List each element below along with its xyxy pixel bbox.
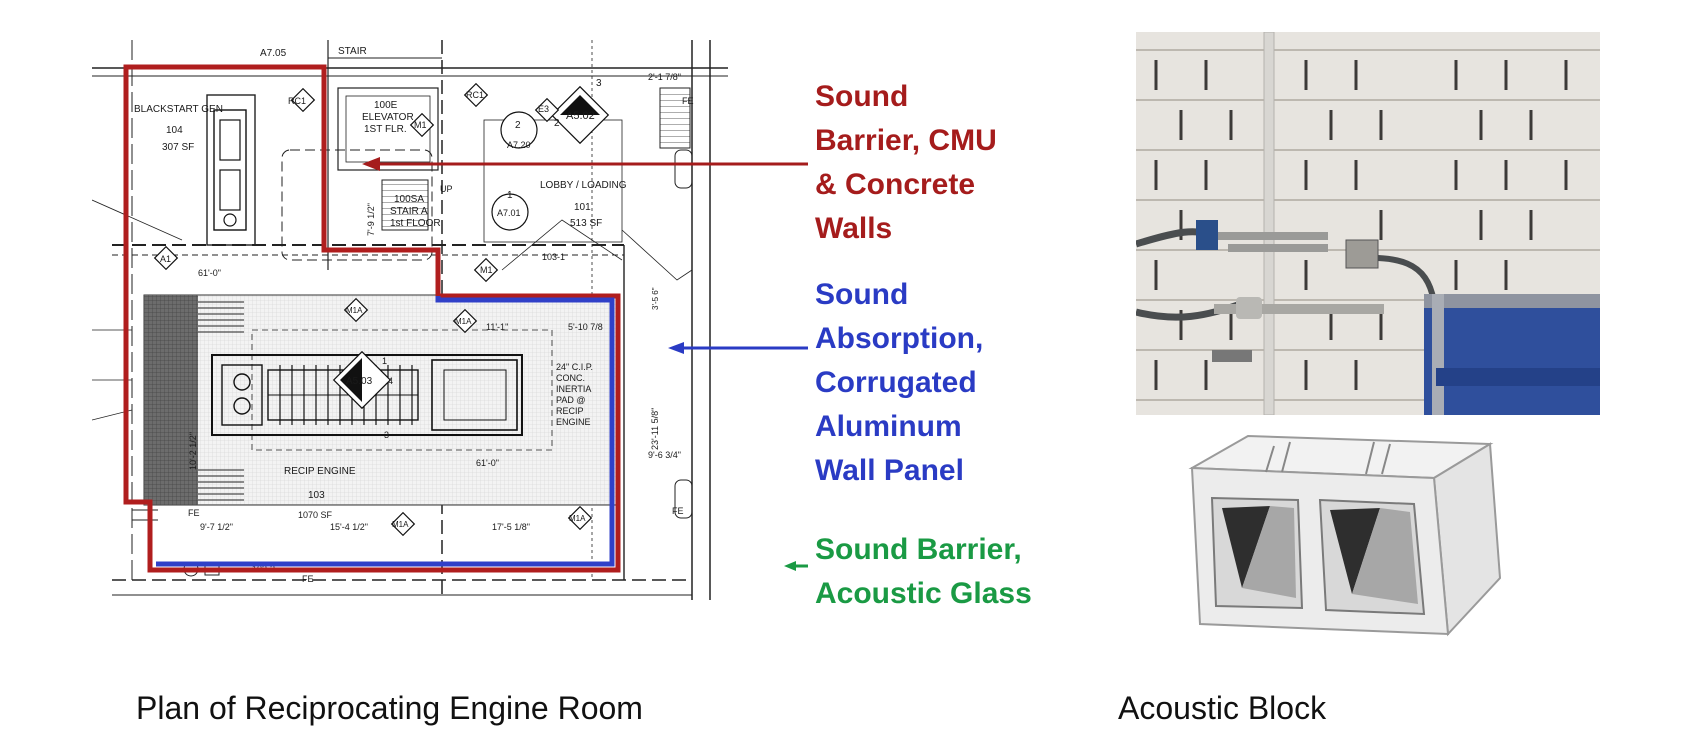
label-stair-a: STAIR A: [390, 206, 428, 217]
label-1st-flr: 1ST FLR.: [364, 124, 407, 135]
label-lobby-loading: LOBBY / LOADING: [540, 180, 627, 191]
north-stair-treads: [659, 87, 691, 149]
label-dim-15-4: 15'-4 1/2": [330, 522, 368, 532]
label-a1: A1: [160, 254, 171, 264]
caption-acoustic-block: Acoustic Block: [1118, 690, 1327, 726]
label-m1a-1: M1A: [346, 306, 363, 315]
aluminum-wall-panel-outline: [156, 296, 615, 567]
label-dim-11-1: 11'-1": [486, 322, 508, 332]
legend-cmu-line-4: Walls: [815, 212, 893, 245]
label-rc1-a: RC1: [288, 96, 306, 106]
label-a503: A5.03: [346, 376, 373, 387]
label-room-104: 104: [166, 125, 183, 136]
label-elevator: ELEVATOR: [362, 112, 414, 123]
label-pad-line-5: RECIP: [556, 406, 584, 416]
label-513-sf: 513 SF: [570, 218, 602, 229]
label-dim-5-10: 5'-10 7/8: [568, 322, 603, 332]
label-a705: A7.05: [260, 48, 287, 59]
acoustic-block-drawing: [1188, 434, 1502, 637]
legend-cmu-line-2: Barrier, CMU: [815, 124, 997, 157]
label-room-101: 101: [574, 202, 591, 213]
engine-room-dark-hatch: [144, 295, 198, 505]
label-pad-line-1: 24" C.I.P.: [556, 362, 593, 372]
a503-marker-fill: [340, 358, 362, 402]
label-307-sf: 307 SF: [162, 142, 194, 153]
engine-pad-outline: [251, 329, 553, 451]
label-m1-b: M1: [480, 265, 493, 275]
label-recip-engine: RECIP ENGINE: [284, 466, 356, 477]
label-fe-1: FE: [682, 96, 694, 106]
legend-glass-line-1: Sound Barrier,: [815, 533, 1022, 566]
label-dim-17-5: 17'-5 1/8": [492, 522, 530, 532]
label-dim-9-7: 9'-7 1/2": [200, 522, 233, 532]
legend-alu-line-3: Corrugated: [815, 366, 977, 399]
label-dim-23-11: 23'-11 5/8": [650, 408, 660, 450]
label-dim-7-9: 7'-9 1/2": [366, 203, 376, 236]
section-markers: [153, 82, 610, 537]
label-up: UP: [440, 184, 453, 194]
label-num-4: 4: [388, 376, 393, 386]
label-1070-sf: 1070 SF: [298, 510, 333, 520]
blackstart-generator-drawing: [213, 109, 247, 231]
a502-marker-fill: [560, 95, 600, 115]
legend-alu-line-2: Absorption,: [815, 322, 984, 355]
label-num-1: 1: [507, 190, 513, 201]
label-a701: A7.01: [497, 208, 521, 218]
label-stair: STAIR: [338, 46, 367, 57]
label-m1a-4: M1A: [569, 514, 586, 523]
label-room-103: 103: [308, 490, 325, 501]
label-num-1b: 1: [382, 356, 387, 366]
legend-alu-line-5: Wall Panel: [815, 454, 964, 487]
label-dim-3-5: 3'-5 6": [651, 287, 660, 310]
label-a502: A5.02: [566, 110, 595, 122]
label-num-3b: 3: [384, 430, 389, 440]
label-dim-9-6: 9'-6 3/4": [648, 450, 681, 460]
caption-plan: Plan of Reciprocating Engine Room: [136, 690, 643, 726]
label-dim-10-2: 10'-2 1/2": [188, 432, 198, 470]
legend-corrugated-aluminum: Sound Absorption, Corrugated Aluminum Wa…: [815, 273, 983, 493]
label-fe-4: FE: [302, 574, 314, 584]
label-dim-61-b: 61'-0": [476, 458, 499, 468]
label-pad-line-4: PAD @: [556, 395, 585, 405]
label-dim-61-a: 61'-0": [198, 268, 221, 278]
label-fe-3: FE: [672, 506, 684, 516]
legend-acoustic-glass: Sound Barrier, Acoustic Glass: [815, 528, 1032, 616]
label-fe-2: FE: [188, 508, 200, 518]
label-dim-2-1-78: 2'-1 7/8": [648, 72, 681, 82]
acoustic-block-illustration: [1178, 428, 1578, 688]
legend-cmu-concrete-walls: Sound Barrier, CMU & Concrete Walls: [815, 75, 997, 251]
label-pad-line-3: INERTIA: [556, 384, 591, 394]
side-stair-treads: [198, 301, 244, 501]
label-a720: A7.20: [507, 140, 531, 150]
label-m1a-2: M1A: [455, 317, 472, 326]
legend-alu-line-1: Sound: [815, 278, 909, 311]
label-m1-a: M1: [414, 120, 427, 130]
wall-photo-illustration: [1136, 32, 1600, 415]
label-100sa: 100SA: [394, 194, 424, 205]
label-e3: E3: [538, 104, 549, 114]
label-pad-line-2: CONC.: [556, 373, 585, 383]
engine-room-floor-plan: A7.05 STAIR BLACKSTART GEN 104 307 SF RC…: [92, 40, 728, 600]
label-door-103-1: 103-1: [542, 252, 565, 262]
label-num-2b: 2: [515, 120, 521, 131]
acoustic-block-wall-photo: [1136, 32, 1600, 415]
label-rc1-b: RC1: [466, 90, 484, 100]
legend-glass-line-2: Acoustic Glass: [815, 577, 1032, 610]
stair-a-treads: [381, 179, 429, 231]
floor-plan-drawing: A7.05 STAIR BLACKSTART GEN 104 307 SF RC…: [92, 40, 728, 600]
legend-cmu-line-3: & Concrete: [815, 168, 976, 201]
label-1st-floor: 1st FLOOR: [390, 218, 441, 229]
label-100e: 100E: [374, 100, 398, 111]
legend-cmu-line-1: Sound: [815, 80, 909, 113]
label-num-3: 3: [596, 78, 602, 89]
label-pad-line-6: ENGINE: [556, 417, 591, 427]
label-blackstart-gen: BLACKSTART GEN: [134, 104, 223, 115]
cmu-concrete-wall-outline: [123, 64, 621, 573]
glass-arrow-head: [784, 561, 796, 571]
label-m1a-3: M1A: [392, 520, 409, 529]
label-num-2: 2: [554, 118, 560, 129]
legend-alu-line-4: Aluminum: [815, 410, 962, 443]
